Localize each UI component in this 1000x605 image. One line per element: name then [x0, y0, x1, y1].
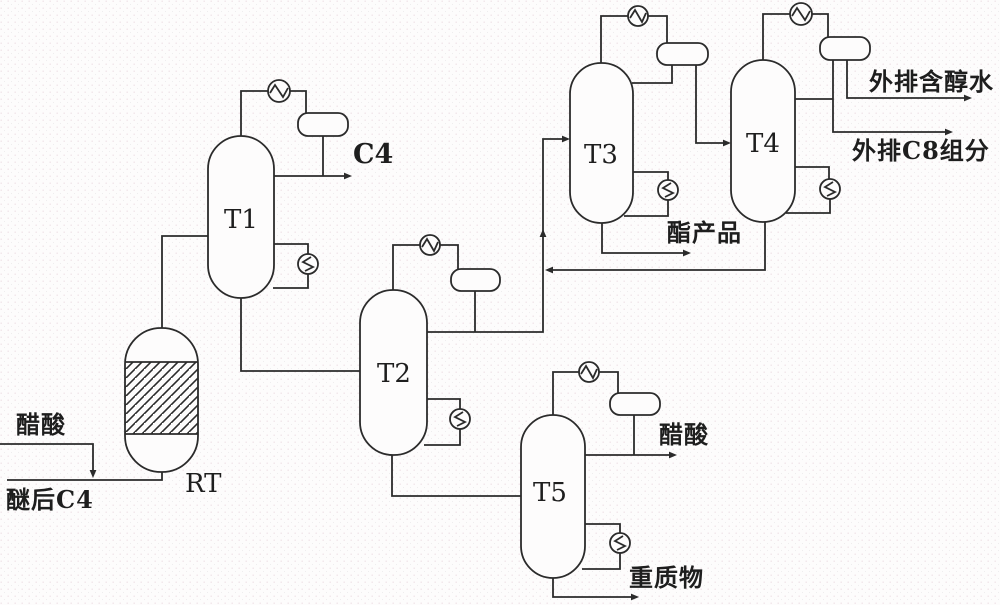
stream-t3-distillate-to-t4-line — [695, 64, 731, 147]
stream-t4-condenser-to-drum-line — [812, 13, 829, 38]
reflux-drums — [297, 36, 871, 416]
reflux-drum-t1 — [297, 112, 349, 137]
stream-t2-reboiler-supply-line — [426, 398, 461, 410]
stream-t1-bottoms-to-t2-line — [240, 296, 360, 372]
reflux-drum-t2 — [450, 268, 501, 292]
stream-t2-distillate-riser-line — [424, 229, 547, 333]
reflux-drum-t3 — [656, 42, 709, 66]
condensers — [267, 2, 813, 383]
column-t3 — [569, 62, 634, 224]
reactor-rt — [124, 327, 199, 473]
stream-t3-reboiler-supply-line — [631, 171, 669, 181]
label-acetic-acid-recovered: 醋酸 — [659, 420, 709, 449]
condenser-t2-icon — [419, 234, 441, 256]
label-ether-c4-feed: 醚后C4 — [6, 485, 94, 514]
column-t1 — [207, 135, 275, 299]
column-t5 — [520, 414, 586, 579]
label-column-t3: T3 — [584, 140, 618, 170]
label-column-t4: T4 — [746, 129, 780, 159]
stream-ester-product-line — [601, 221, 691, 257]
stream-t4-bottoms-recycle-line — [545, 221, 766, 274]
label-heavy-ends: 重质物 — [629, 563, 704, 592]
stream-t5-overhead-line — [552, 371, 579, 417]
stream-c8-fraction-line — [832, 59, 953, 136]
condenser-t1-icon — [267, 79, 291, 103]
reboiler-t2-icon — [449, 408, 471, 430]
stream-t3-feed-line — [542, 135, 570, 232]
column-t2 — [359, 289, 428, 456]
stream-t4-reboiler-return-line — [786, 198, 831, 214]
stream-t4-overhead-line — [762, 13, 790, 62]
label-reactor-rt: RT — [185, 469, 222, 499]
stream-t1-condenser-to-drum-line — [290, 90, 307, 114]
label-alcohol-water-out: 外排含醇水 — [869, 67, 994, 96]
label-acetic-acid-feed: 醋酸 — [16, 410, 66, 439]
column-t4 — [730, 59, 796, 223]
reboiler-t4-icon — [819, 178, 841, 200]
stream-lines — [0, 13, 972, 601]
stream-t4-reboiler-supply-line — [794, 166, 830, 180]
label-column-t5: T5 — [533, 478, 567, 508]
label-c4-product: C4 — [353, 139, 393, 170]
reboiler-t5-icon — [609, 532, 631, 554]
label-c8-fraction-out: 外排C8组分 — [852, 136, 990, 165]
catalyst-bed-hatch — [125, 362, 198, 434]
stream-t3-overhead-line — [600, 15, 628, 65]
stream-t2-bottoms-to-t5-line — [391, 453, 522, 497]
stream-heavy-ends-line — [552, 576, 639, 601]
label-ester-product: 酯产品 — [667, 218, 742, 247]
stream-t1-reboiler-supply-line — [273, 243, 309, 255]
stream-t2-reboiler-return-line — [424, 428, 461, 446]
stream-t3-reboiler-return-line — [624, 199, 669, 217]
reflux-drum-t4 — [819, 36, 871, 61]
stream-t3-condenser-to-drum-line — [648, 15, 668, 44]
condenser-t5-icon — [578, 361, 600, 383]
stream-acetic-acid-feed-line — [0, 443, 97, 478]
label-column-t1: T1 — [224, 205, 258, 235]
reboiler-t3-icon — [657, 179, 679, 201]
stream-t5-reboiler-supply-line — [584, 523, 621, 534]
condenser-t3-icon — [627, 5, 649, 27]
reboiler-t1-icon — [297, 253, 319, 275]
reflux-drum-t5 — [609, 392, 661, 416]
stream-t2-overhead-line — [392, 244, 420, 292]
condenser-t4-icon — [789, 2, 813, 26]
stream-t2-condenser-to-drum-line — [440, 244, 459, 270]
stream-t3-reflux-line — [632, 64, 673, 84]
stream-reactor-to-t1-line — [161, 235, 209, 330]
stream-t5-condenser-to-drum-line — [599, 371, 619, 394]
stream-t5-reboiler-return-line — [582, 552, 621, 570]
stream-t1-reboiler-return-line — [273, 273, 309, 289]
label-column-t2: T2 — [377, 359, 411, 389]
stream-t1-overhead-line — [240, 90, 268, 138]
reboilers — [297, 178, 841, 554]
stream-alcohol-water-line — [846, 59, 972, 102]
